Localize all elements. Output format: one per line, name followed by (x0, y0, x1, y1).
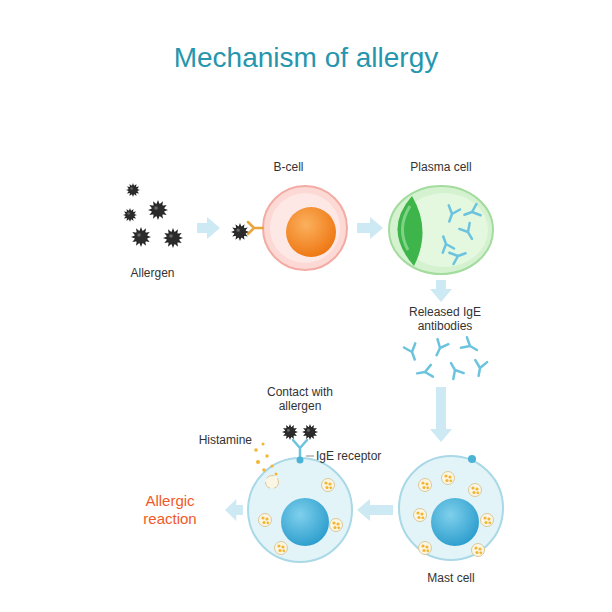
node-label: B-cell (273, 160, 303, 174)
outcome-box: Allergic reaction (117, 482, 223, 538)
diagram-title: Mechanism of allergy (0, 42, 612, 74)
flow-arrow (430, 280, 452, 302)
node-label: Released IgE antibodies (398, 305, 492, 333)
flow-arrow (225, 499, 243, 521)
node-label: Allergic reaction (117, 492, 223, 528)
allergen-group: Allergen (110, 180, 195, 280)
flow-arrow (197, 217, 220, 239)
flow-arrow (430, 387, 452, 442)
activated-mast-cell: Contact with allergen (245, 385, 355, 565)
allergen-cluster (123, 183, 183, 248)
leader-line (306, 456, 314, 457)
plasma-cell: Plasma cell (385, 160, 497, 278)
antibody-group: Released IgE antibodies (395, 305, 495, 385)
mast-cell-drawing (399, 455, 503, 560)
ige-antibodies (404, 337, 487, 379)
node-label: Plasma cell (410, 160, 471, 174)
node-label: Contact with allergen (248, 385, 352, 413)
b-cell-drawing (231, 186, 347, 270)
receptor-label: IgE receptor (316, 449, 396, 463)
flow-arrow (357, 217, 383, 239)
b-cell: B-cell (222, 160, 355, 275)
flow-arrow (357, 499, 393, 521)
activated-mast-cell-drawing (248, 424, 352, 562)
node-label: Mast cell (427, 571, 474, 585)
histamine-label: Histamine (190, 433, 252, 447)
node-label: Allergen (130, 266, 174, 280)
mast-cell: Mast cell (395, 445, 507, 585)
plasma-cell-drawing (389, 186, 493, 274)
